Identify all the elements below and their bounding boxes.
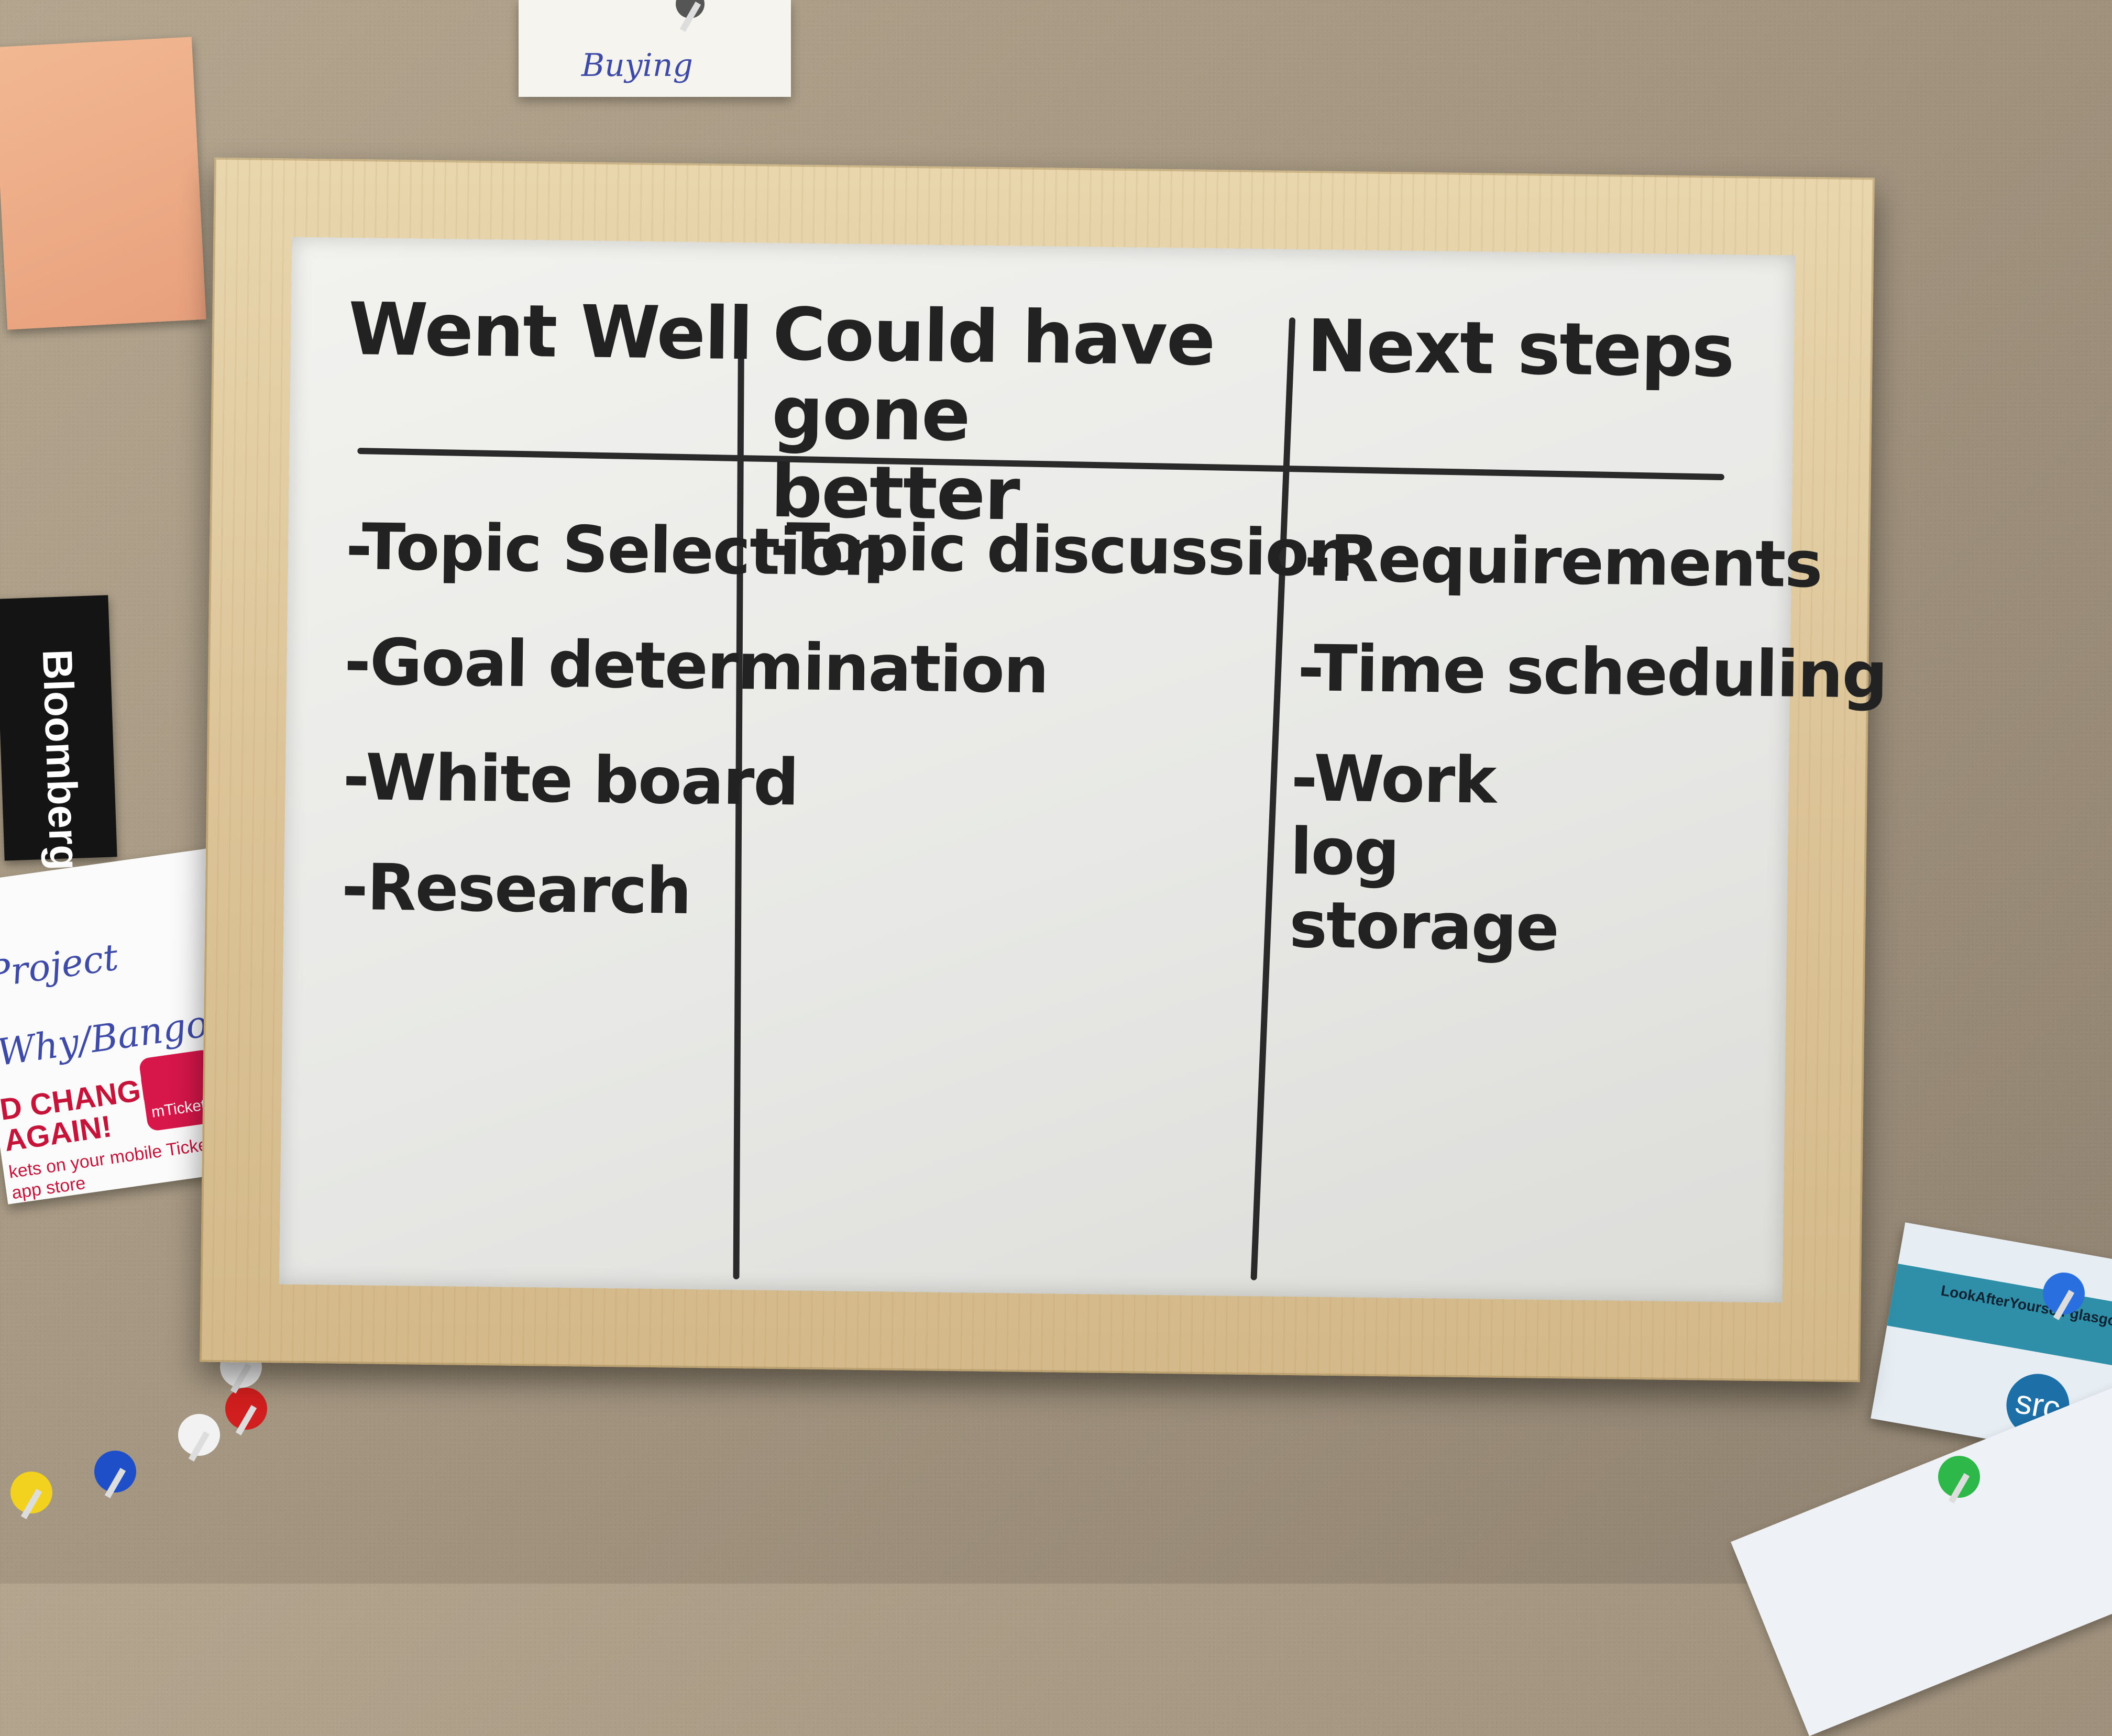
list-item: -Goal determination <box>344 624 1049 708</box>
column-heading-went-well: Went Well <box>348 286 753 377</box>
white-pushpin-icon <box>178 1414 220 1456</box>
cassette-note <box>0 37 206 330</box>
list-item: -Time scheduling <box>1297 631 1887 713</box>
bloomberg-label: Bloomberg <box>34 648 89 871</box>
list-item: -Topic discussion <box>769 509 1354 591</box>
list-item: -Work log storage <box>1289 740 1559 966</box>
green-pushpin-icon <box>1938 1456 1980 1498</box>
blue-pushpin-icon <box>2043 1273 2085 1314</box>
top-sticky-note: Buying <box>519 0 791 97</box>
column-heading-could-have-gone-better: Could have gone better <box>770 292 1215 537</box>
list-item: -Requirements <box>1304 521 1822 602</box>
column-heading-next-steps: Next steps <box>1306 304 1734 394</box>
bloomberg-card: Bloomberg <box>0 595 117 871</box>
list-item: -White board <box>342 739 799 820</box>
column-divider-2 <box>1250 317 1296 1281</box>
whiteboard: Went Well -Topic Selection -Goal determi… <box>279 237 1887 1303</box>
corkboard: Buying Bloomberg Project Why/Bangor D CH… <box>0 0 2112 1584</box>
red-pushpin-icon <box>225 1388 267 1430</box>
ticket-hand-line-1: Project <box>0 935 121 997</box>
top-note-text: Buying <box>581 47 693 84</box>
whiteboard-frame: Went Well -Topic Selection -Goal determi… <box>200 157 1887 1383</box>
bottom-right-paper <box>1731 1385 2112 1736</box>
pushpin-icon <box>676 0 705 18</box>
yellow-pushpin-icon <box>10 1472 52 1513</box>
blue-pushpin-icon <box>94 1451 136 1492</box>
list-item: -Research <box>341 849 691 928</box>
